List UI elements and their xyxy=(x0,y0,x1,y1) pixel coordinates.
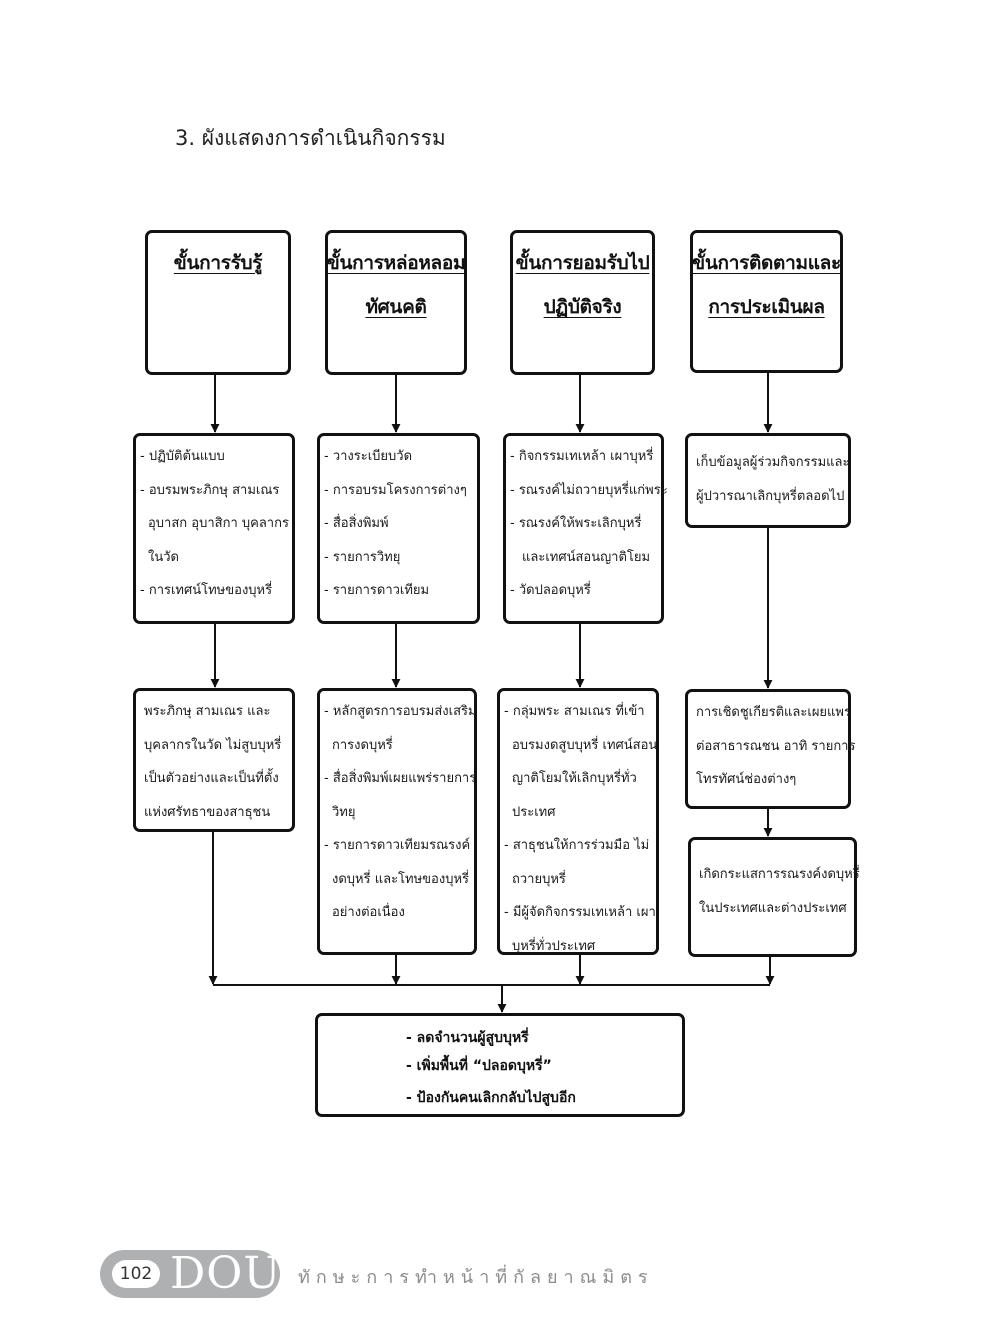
outcome-line: เป็นตัวอย่างและเป็นที่ตั้ง xyxy=(144,771,279,786)
outcomes-box-4: การเชิดชูเกียรติและเผยแพร่ ต่อสาธารณชน อ… xyxy=(685,689,856,809)
outcome-line: - หลักสูตรการอบรมส่งเสริม xyxy=(324,704,477,719)
outcome-line: อย่างต่อเนื่อง xyxy=(332,905,405,920)
outcome-line: - สื่อสิ่งพิมพ์เผยแพร่รายการ xyxy=(324,771,477,786)
activity-line: - อบรมพระภิกษุ สามเณร xyxy=(140,482,280,498)
activity-line: - รายการดาวเทียม xyxy=(324,583,430,598)
outcome-line: - มีผู้จัดกิจกรรมเทเหล้า เผา xyxy=(504,905,656,920)
stage-header-2: ขั้นการหล่อหลอม ทัศนคติ xyxy=(325,230,467,375)
final-results-box: - ลดจำนวนผู้สูบบุหรี่ - เพิ่มพื้นที่ “ปล… xyxy=(315,1013,685,1117)
activities-box-2: - วางระเบียบวัด - การอบรมโครงการต่างๆ - … xyxy=(317,433,480,624)
outcome-line: งดบุหรี่ และโทษของบุหรี่ xyxy=(332,871,470,887)
outcome-line: ต่อสาธารณชน อาทิ รายการ xyxy=(696,738,856,754)
outcome-line: - กลุ่มพระ สามเณร ที่เข้า xyxy=(504,704,645,719)
stage-header-3: ขั้นการยอมรับไป ปฏิบัติจริง xyxy=(510,230,655,375)
activity-line: - วางระเบียบวัด xyxy=(324,449,413,464)
activity-line: - กิจกรรมเทเหล้า เผาบุหรี่ xyxy=(510,449,654,464)
outcomes-box-3: - กลุ่มพระ สามเณร ที่เข้า อบรมงดสูบบุหรี… xyxy=(497,688,659,955)
outcome-line: วิทยุ xyxy=(332,804,356,820)
footer-title: ทักษะการทำหน้าที่กัลยาณมิตร xyxy=(298,1267,654,1288)
stage-title-3-line-1: ขั้นการยอมรับไป xyxy=(515,252,650,274)
section-heading: 3. ผังแสดงการดำเนินกิจกรรม xyxy=(175,126,446,150)
stage-title-4-line-2: การประเมินผล xyxy=(708,296,825,318)
page-number: 102 xyxy=(112,1260,160,1288)
final-result-line: - ป้องกันคนเลิกกลับไปสูบอีก xyxy=(406,1090,576,1106)
stage-title-2-line-2: ทัศนคติ xyxy=(365,296,427,318)
dou-logo: DOU xyxy=(170,1248,282,1299)
outcome-line: ถวายบุหรี่ xyxy=(512,871,566,887)
activities-box-3: - กิจกรรมเทเหล้า เผาบุหรี่ - รณรงค์ไม่ถว… xyxy=(503,433,668,624)
activity-line: - รายการวิทยุ xyxy=(324,549,401,565)
outcome-line: แห่งศรัทธาของสาธุชน xyxy=(144,804,271,820)
outcome-line: อบรมงดสูบบุหรี่ เทศน์สอน xyxy=(512,737,658,753)
activity-line: - วัดปลอดบุหรี่ xyxy=(510,583,591,598)
outcome-line: พระภิกษุ สามเณร และ xyxy=(144,704,271,719)
activity-line: ในวัด xyxy=(148,549,179,565)
outcome-line: - สาธุชนให้การร่วมมือ ไม่ xyxy=(504,838,650,853)
impact-line: เกิดกระแสการรณรงค์งดบุหรี่ xyxy=(699,867,860,882)
impact-line: ในประเทศและต่างประเทศ xyxy=(699,900,847,916)
activity-line: ผู้ปวารณาเลิกบุหรี่ตลอดไป xyxy=(696,488,845,504)
activity-line: อุบาสก อุบาสิกา บุคลากร xyxy=(148,516,289,531)
activity-line: และเทศน์สอนญาติโยม xyxy=(522,549,651,565)
impact-box-4: เกิดกระแสการรณรงค์งดบุหรี่ ในประเทศและต่… xyxy=(688,837,860,957)
outcome-line: บุคลากรในวัด ไม่สูบบุหรี่ xyxy=(144,737,282,753)
stage-title-4-line-1: ขั้นการติดตามและ xyxy=(692,252,841,274)
activity-line: - สื่อสิ่งพิมพ์ xyxy=(324,516,389,531)
activities-box-4: เก็บข้อมูลผู้ร่วมกิจกรรมและ ผู้ปวารณาเลิ… xyxy=(685,433,851,528)
activity-line: - การเทศน์โทษของบุหรี่ xyxy=(140,583,273,598)
activity-line: - รณรงค์ไม่ถวายบุหรี่แก่พระ xyxy=(510,482,668,498)
outcomes-box-1: พระภิกษุ สามเณร และ บุคลากรในวัด ไม่สูบบ… xyxy=(133,688,295,832)
activity-line: - การอบรมโครงการต่างๆ xyxy=(324,482,467,498)
outcome-line: บุหรี่ทั่วประเทศ xyxy=(512,938,596,954)
outcome-line: ประเทศ xyxy=(512,804,556,820)
activity-line: - รณรงค์ให้พระเลิกบุหรี่ xyxy=(510,516,642,531)
stage-header-1: ขั้นการรับรู้ xyxy=(145,230,291,375)
outcome-line: โทรทัศน์ช่องต่างๆ xyxy=(696,772,797,787)
outcome-line: การงดบุหรี่ xyxy=(332,737,393,753)
final-result-line: - ลดจำนวนผู้สูบบุหรี่ xyxy=(406,1030,529,1046)
activity-line: เก็บข้อมูลผู้ร่วมกิจกรรมและ xyxy=(696,455,850,470)
stage-title-1-line-1: ขั้นการรับรู้ xyxy=(173,252,263,274)
stage-header-4: ขั้นการติดตามและ การประเมินผล xyxy=(690,230,843,373)
outcome-line: - รายการดาวเทียมรณรงค์ xyxy=(324,838,471,853)
outcome-line: การเชิดชูเกียรติและเผยแพร่ xyxy=(696,705,851,720)
outcomes-box-2: - หลักสูตรการอบรมส่งเสริม การงดบุหรี่ - … xyxy=(317,688,477,955)
activities-box-1: - ปฏิบัติต้นแบบ - อบรมพระภิกษุ สามเณร อุ… xyxy=(133,433,295,624)
outcome-line: ญาติโยมให้เลิกบุหรี่ทั่ว xyxy=(512,771,637,786)
stage-title-3-line-2: ปฏิบัติจริง xyxy=(543,296,622,318)
stage-title-2-line-1: ขั้นการหล่อหลอม xyxy=(326,252,466,274)
activity-line: - ปฏิบัติต้นแบบ xyxy=(140,449,225,464)
final-result-line: - เพิ่มพื้นที่ “ปลอดบุหรี่” xyxy=(406,1058,552,1074)
